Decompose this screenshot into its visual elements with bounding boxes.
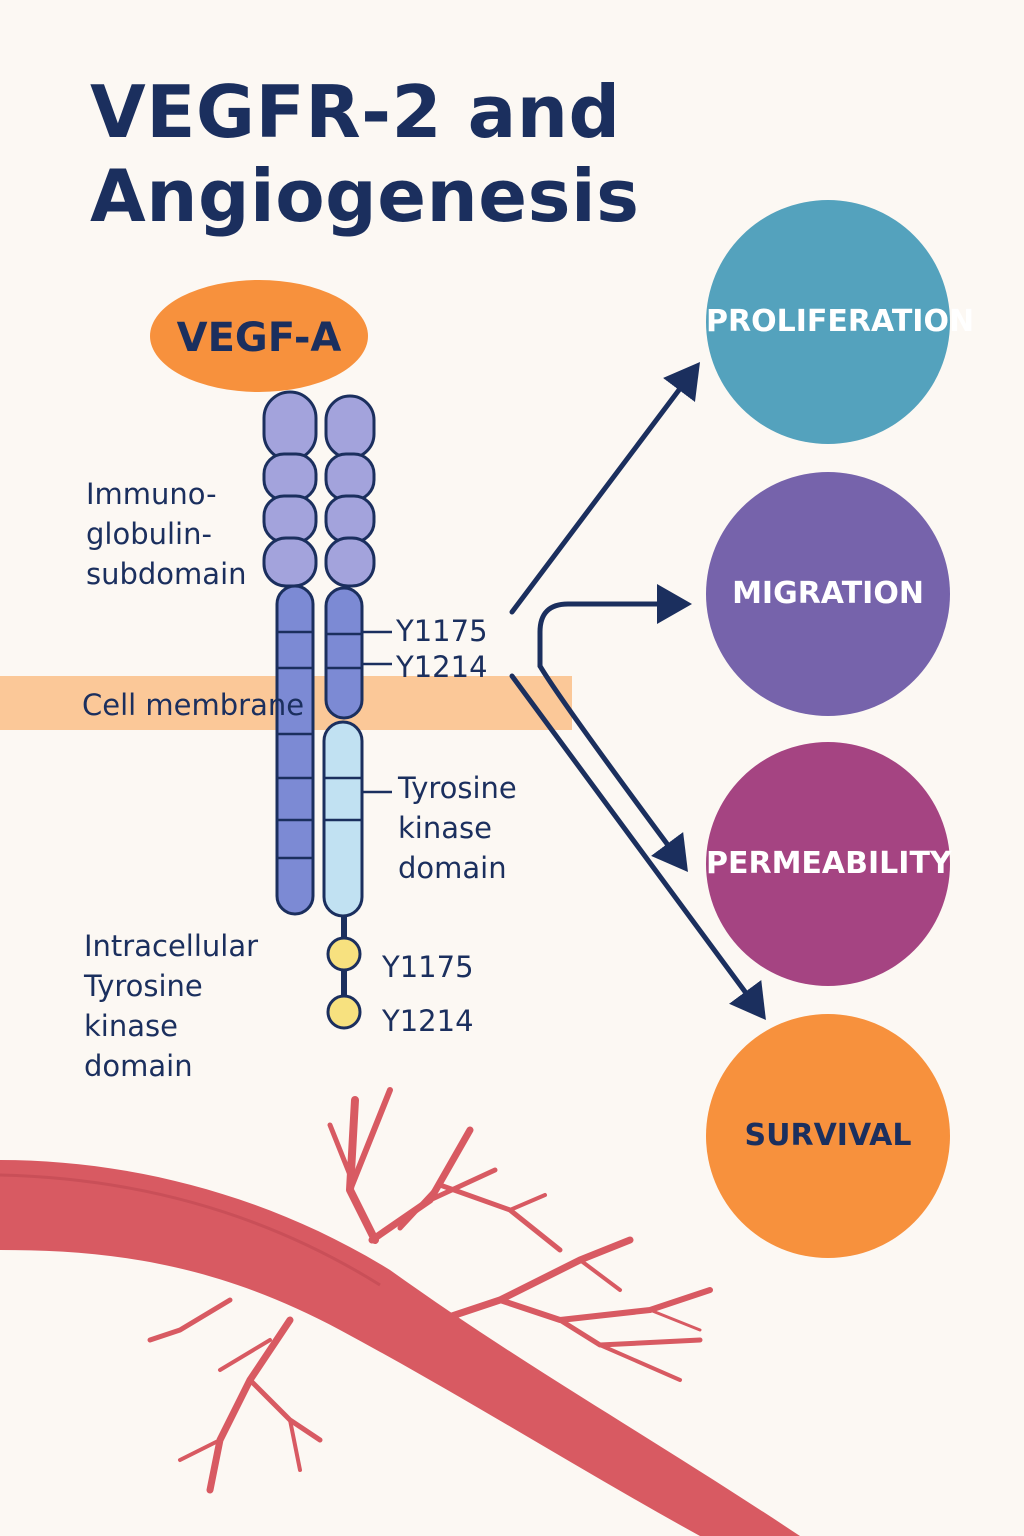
proliferation-label: PROLIFERATION [706,304,975,339]
migration-circle [706,472,950,716]
ig-domain-left-3 [262,494,318,544]
ig-domain-right-2 [324,452,376,502]
ig-domain-right-1 [324,394,376,460]
residue-y1175-upper: Y1175 [396,614,488,648]
ig-domain-label: Immuno- globulin- subdomain [86,477,247,591]
ig-domain-left-4 [262,536,318,588]
phospho-site-y1214 [326,994,362,1030]
residue-y1214-lower: Y1214 [382,1004,474,1038]
arrow-to-proliferation [509,362,701,615]
ig-domain-right-3 [324,494,376,544]
tk-domain-label: Tyrosine kinase domain [398,771,517,885]
arrow-to-migration [537,584,692,669]
phospho-site-y1175 [326,936,362,972]
vessel-branches [147,1087,713,1494]
leader-lines [362,630,392,794]
page-title: VEGFR-2 and Angiogenesis [90,70,640,238]
permeability-label: PERMEABILITY [706,846,952,881]
outcome-circles [706,200,950,1258]
cell-membrane-label: Cell membrane [82,688,305,722]
arrow-to-survival [509,673,766,1021]
tm-segment-right [324,586,364,720]
residue-y1214-upper: Y1214 [396,650,488,684]
blood-vessel [0,1087,800,1536]
migration-label: MIGRATION [732,576,924,611]
ig-domain-left-2 [262,452,318,502]
residue-y1175-lower: Y1175 [382,950,474,984]
tm-segment-left [275,584,315,916]
survival-circle [706,1014,950,1258]
proliferation-circle [706,200,950,444]
vegfr2-receptor [262,390,376,1030]
ig-domain-left-1 [262,390,318,462]
arrow-to-permeability [537,663,688,873]
vegf-a-label: VEGF-A [176,315,342,361]
survival-label: SURVIVAL [744,1118,912,1153]
permeability-circle [706,742,950,986]
intracellular-label: Intracellular Tyrosine kinase domain [84,929,259,1083]
signaling-arrows [509,362,766,1021]
ig-domain-right-4 [324,536,376,588]
vegf-a-ligand [150,280,368,392]
